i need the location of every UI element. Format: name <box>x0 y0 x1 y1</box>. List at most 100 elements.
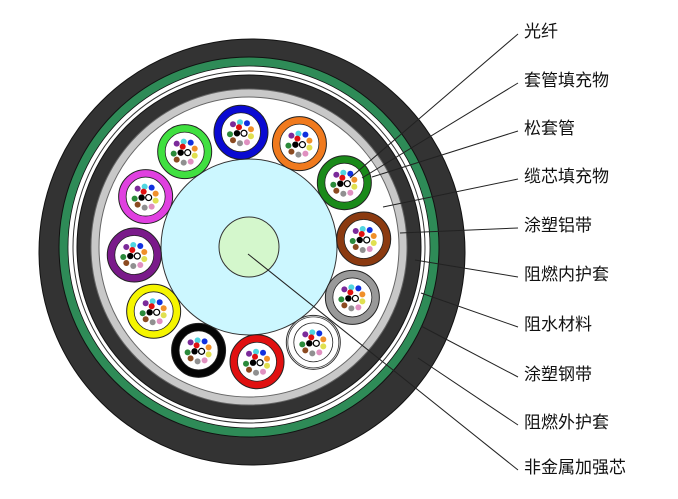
fiber <box>180 159 187 166</box>
fiber <box>363 236 371 244</box>
fiber <box>330 181 337 188</box>
fiber <box>302 347 309 354</box>
fiber <box>309 350 316 357</box>
fiber <box>205 344 212 351</box>
fiber <box>156 318 163 325</box>
leader-line-tube-filler <box>361 82 519 179</box>
fiber <box>306 137 313 144</box>
fiber <box>191 145 198 152</box>
fiber <box>141 204 148 211</box>
fiber <box>247 126 254 133</box>
fiber <box>338 296 345 303</box>
fiber <box>288 148 295 155</box>
fiber <box>131 195 138 202</box>
fiber <box>194 337 201 344</box>
leader-line-flame-retardant-inner-sheath <box>414 259 519 278</box>
fiber <box>137 262 144 269</box>
fiber <box>348 284 355 291</box>
fiber <box>187 355 194 362</box>
fiber <box>246 366 253 373</box>
fiber <box>235 124 242 131</box>
fiber <box>352 227 359 234</box>
fiber <box>148 303 155 310</box>
fiber <box>247 133 254 140</box>
label-loose-tube: 松套管 <box>524 119 575 139</box>
fiber <box>347 189 354 196</box>
strength-member <box>218 216 280 278</box>
fiber <box>352 243 359 250</box>
fiber <box>187 158 194 165</box>
fiber <box>246 350 253 357</box>
fiber <box>145 193 153 202</box>
fiber <box>260 368 267 375</box>
fiber <box>177 149 184 156</box>
fiber <box>130 263 137 270</box>
fiber <box>229 137 236 144</box>
fiber <box>173 140 180 147</box>
leader-line-fiber <box>349 33 519 179</box>
leader-line-core-filler <box>382 178 519 208</box>
label-non-metallic-strength-member: 非金属加强芯 <box>524 458 626 478</box>
label-flame-retardant-inner-sheath: 阻燃内护套 <box>524 265 609 285</box>
fiber <box>256 359 264 367</box>
fiber <box>370 239 377 246</box>
fiber <box>152 197 159 204</box>
label-tube-filler: 套管填充物 <box>524 71 609 91</box>
fiber <box>253 348 260 355</box>
fiber <box>295 130 302 137</box>
fiber <box>252 353 259 360</box>
fiber <box>134 201 141 208</box>
fiber <box>337 180 344 187</box>
fiber <box>139 310 146 317</box>
fiber <box>180 138 187 145</box>
fiber <box>316 330 323 337</box>
fiber <box>302 150 309 157</box>
fiber <box>184 149 192 157</box>
label-flame-retardant-outer-sheath: 阻燃外护套 <box>524 413 609 433</box>
fiber <box>295 151 302 158</box>
fiber <box>194 358 201 365</box>
fiber <box>123 260 130 267</box>
fiber <box>148 184 155 191</box>
fiber <box>309 329 316 336</box>
fiber <box>341 286 348 293</box>
fiber <box>173 156 180 163</box>
fiber <box>347 289 354 296</box>
fiber <box>243 139 250 146</box>
fiber <box>123 244 130 251</box>
fiber <box>134 185 141 192</box>
leader-line-flame-retardant-outer-sheath <box>417 357 519 426</box>
fiber <box>285 142 292 149</box>
fiber <box>236 140 243 147</box>
fiber <box>205 351 212 358</box>
fiber <box>201 338 208 345</box>
fiber <box>306 340 313 347</box>
fiber <box>236 119 243 126</box>
fiber <box>312 339 320 347</box>
fiber <box>233 130 241 137</box>
fiber <box>130 242 137 249</box>
fiber <box>170 150 177 157</box>
fiber <box>366 245 373 252</box>
fiber <box>302 331 309 338</box>
leader-line-water-blocking-material <box>420 292 519 328</box>
fiber <box>249 359 257 366</box>
fiber <box>179 143 186 150</box>
fiber <box>253 369 260 376</box>
fiber <box>148 203 155 210</box>
fiber <box>351 176 358 183</box>
leader-line-non-metallic-strength-member <box>247 253 519 471</box>
fiber <box>141 256 148 263</box>
fiber <box>358 230 365 237</box>
fiber <box>140 188 147 195</box>
fiber <box>347 170 354 177</box>
label-water-blocking-material: 阻水材料 <box>524 315 592 335</box>
fiber <box>191 152 198 159</box>
fiber <box>197 347 206 355</box>
fiber <box>340 190 347 197</box>
fiber <box>359 291 366 298</box>
fiber <box>306 144 313 151</box>
fiber <box>149 319 156 326</box>
fiber <box>264 362 271 369</box>
fiber <box>184 349 191 356</box>
